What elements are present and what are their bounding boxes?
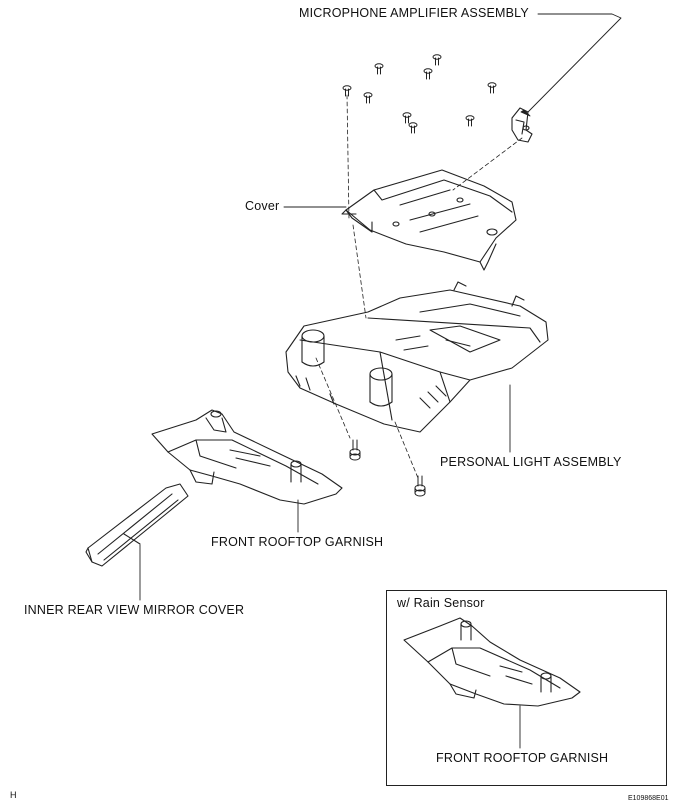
screw — [374, 63, 384, 75]
microphone-amplifier-label: MICROPHONE AMPLIFIER ASSEMBLY — [299, 6, 529, 20]
rain-sensor-inset-box: w/ Rain Sensor FRONT ROOFTOP GARNISH — [386, 590, 667, 786]
screw — [465, 115, 475, 127]
assembly-dashed-lines — [315, 94, 523, 479]
inset-front-rooftop-garnish-part — [403, 617, 581, 707]
screw — [342, 85, 352, 97]
screw — [408, 122, 418, 134]
personal-light-label: PERSONAL LIGHT ASSEMBLY — [440, 455, 622, 469]
screw — [487, 82, 497, 94]
bolt — [349, 439, 361, 461]
front-rooftop-garnish-label: FRONT ROOFTOP GARNISH — [211, 535, 384, 549]
corner-letter: H — [10, 790, 17, 800]
inset-title: w/ Rain Sensor — [397, 596, 485, 610]
bolt — [414, 475, 426, 497]
screw — [432, 54, 442, 66]
inner-rear-view-mirror-cover-label: INNER REAR VIEW MIRROR COVER — [24, 603, 245, 617]
screw — [423, 68, 433, 80]
inset-front-rooftop-garnish-label: FRONT ROOFTOP GARNISH — [436, 751, 609, 765]
screw — [363, 92, 373, 104]
cover-label: Cover — [245, 199, 280, 213]
inner-rear-view-mirror-cover-part — [85, 483, 189, 567]
microphone-amplifier-part — [511, 107, 533, 143]
cover-part — [341, 169, 517, 271]
screws — [342, 54, 497, 497]
screw — [402, 112, 412, 124]
figure-code: E109868E01 — [628, 795, 669, 802]
leader-lines — [139, 13, 622, 601]
front-rooftop-garnish-part — [151, 409, 343, 505]
personal-light-assembly-part — [285, 281, 549, 433]
